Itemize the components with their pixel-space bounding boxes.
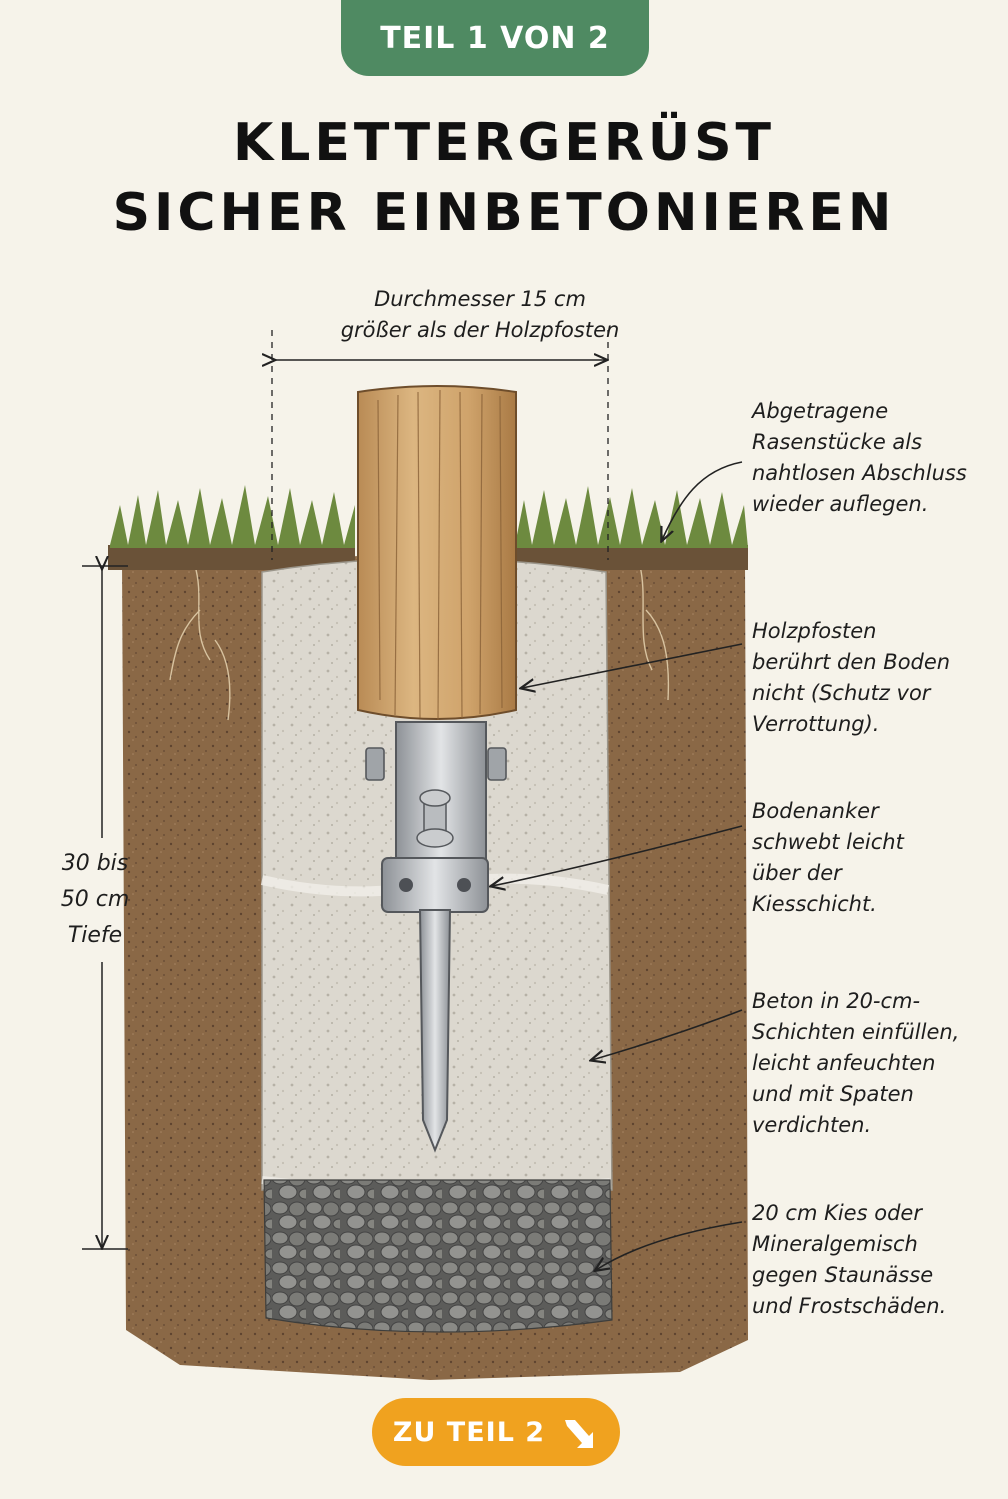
- annotation-line: gegen Staunässe: [752, 1263, 934, 1287]
- annotation-line: verdichten.: [752, 1113, 872, 1137]
- annotation-line: nicht (Schutz vor: [752, 681, 931, 705]
- depth-label-line-3: Tiefe: [67, 923, 123, 948]
- diameter-label: Durchmesser 15 cm größer als der Holzpfo…: [300, 284, 660, 346]
- callout-arrow-anchor: [492, 825, 743, 886]
- annotation-line: Holzpfosten: [752, 619, 877, 643]
- depth-label-line-1: 30 bis: [61, 851, 129, 876]
- annotation-line: über der: [752, 861, 842, 885]
- grass-roots: [169, 565, 670, 721]
- annotation-line: berührt den Boden: [752, 650, 951, 674]
- gravel-layer: [263, 1179, 613, 1333]
- annotation-line: Kiesschicht.: [752, 892, 877, 916]
- title-line-1: KLETTERGERÜST: [232, 113, 776, 173]
- ground-anchor: [365, 721, 507, 1153]
- callout-arrow-concrete: [592, 1009, 743, 1060]
- next-part-label: ZU TEIL 2: [392, 1416, 546, 1448]
- annotation-line: Verrottung).: [752, 712, 880, 736]
- annotation-post: Holzpfosten berührt den Boden nicht (Sch…: [752, 616, 950, 740]
- annotation-gravel: 20 cm Kies oder Mineralgemisch gegen Sta…: [752, 1198, 946, 1322]
- annotation-line: Abgetragene: [752, 399, 889, 423]
- depth-label-line-2: 50 cm: [60, 887, 130, 912]
- grass-left: [108, 485, 355, 570]
- annotation-grass: Abgetragene Rasenstücke als nahtlosen Ab…: [752, 396, 967, 520]
- annotation-line: 20 cm Kies oder: [752, 1201, 922, 1225]
- page-title: KLETTERGERÜST SICHER EINBETONIEREN: [0, 108, 1008, 248]
- callout-arrows: [492, 461, 743, 1270]
- wooden-post: [357, 385, 517, 721]
- depth-label: 30 bis 50 cm Tiefe: [40, 846, 150, 954]
- annotation-line: schwebt leicht: [752, 830, 904, 854]
- diameter-dimension: [272, 330, 608, 560]
- annotation-line: nahtlosen Abschluss: [752, 461, 967, 485]
- diameter-label-line-2: größer als der Holzpfosten: [340, 318, 620, 342]
- callout-arrow-gravel: [596, 1221, 743, 1270]
- annotation-line: leicht anfeuchten: [752, 1051, 936, 1075]
- annotation-line: Rasenstücke als: [752, 430, 923, 454]
- annotation-anchor: Bodenanker schwebt leicht über der Kiess…: [752, 796, 904, 920]
- callout-arrow-post: [522, 643, 743, 688]
- annotation-line: Mineralgemisch: [752, 1232, 918, 1256]
- annotation-line: und Frostschäden.: [752, 1294, 947, 1318]
- next-part-button[interactable]: ZU TEIL 2: [372, 1398, 620, 1466]
- part-badge: TEIL 1 VON 2: [341, 0, 649, 76]
- arrow-down-right-icon: [565, 1420, 594, 1448]
- callout-arrow-grass: [662, 461, 743, 540]
- diameter-label-line-1: Durchmesser 15 cm: [374, 287, 586, 311]
- annotation-line: Bodenanker: [752, 799, 879, 823]
- title-line-2: SICHER EINBETONIEREN: [112, 183, 896, 243]
- annotation-line: Schichten einfüllen,: [752, 1020, 960, 1044]
- annotation-concrete: Beton in 20-cm- Schichten einfüllen, lei…: [752, 986, 959, 1141]
- annotation-line: wieder auflegen.: [752, 492, 929, 516]
- grass-right: [515, 486, 748, 570]
- depth-dimension: [82, 566, 128, 1249]
- annotation-line: Beton in 20-cm-: [752, 989, 921, 1013]
- annotation-line: und mit Spaten: [752, 1082, 914, 1106]
